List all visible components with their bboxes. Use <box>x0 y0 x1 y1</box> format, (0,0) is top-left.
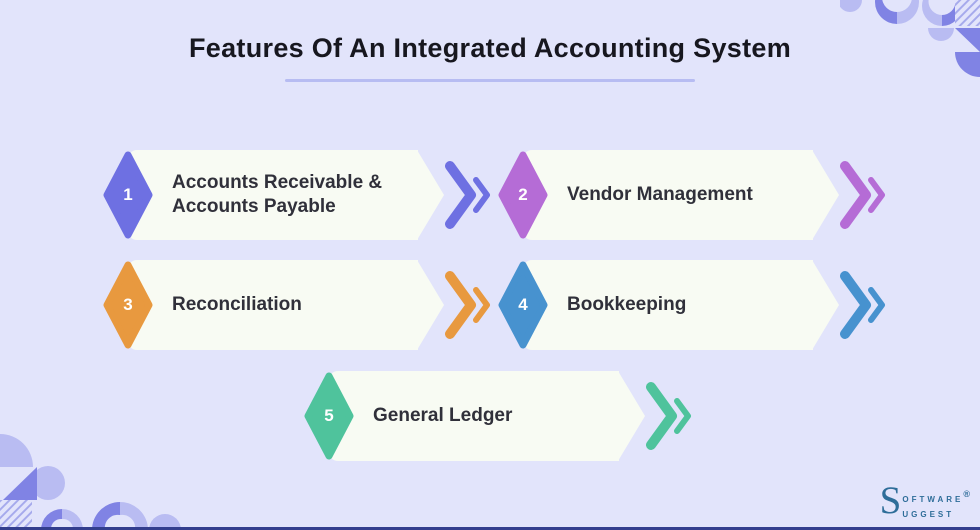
feature-ribbon-tip <box>417 150 444 240</box>
chevron-right-icon <box>840 161 885 229</box>
feature-number: 3 <box>123 295 133 314</box>
bottom-accent-bar <box>0 527 980 530</box>
chevron-right-icon <box>840 271 885 339</box>
feature-number-diamond: 5 <box>304 372 354 460</box>
feature-banner-4: 4 Bookkeeping <box>498 260 885 350</box>
feature-ribbon-tip <box>618 371 645 461</box>
feature-label: Reconciliation <box>172 294 302 316</box>
feature-number-diamond: 1 <box>103 151 153 239</box>
chevron-right-icon <box>445 161 490 229</box>
feature-ribbon-tip <box>812 150 839 240</box>
page-title: Features Of An Integrated Accounting Sys… <box>189 33 791 63</box>
feature-label: Vendor Management <box>567 184 753 206</box>
feature-number: 4 <box>518 295 528 314</box>
feature-ribbon <box>128 260 418 350</box>
feature-ribbon <box>523 150 813 240</box>
softwaresuggest-logo: S oftware® uggest <box>879 479 970 522</box>
registered-mark: ® <box>963 489 970 499</box>
title-underline <box>285 79 695 82</box>
feature-number: 1 <box>123 185 133 204</box>
feature-number-diamond: 4 <box>498 261 548 349</box>
feature-label: Bookkeeping <box>567 294 687 316</box>
feature-ribbon <box>329 371 619 461</box>
feature-number-diamond: 3 <box>103 261 153 349</box>
corner-decoration-bottom-left <box>0 434 181 530</box>
feature-banner-2: 2 Vendor Management <box>498 150 885 240</box>
logo-word-software: oftware® <box>902 489 970 505</box>
chevron-right-icon <box>646 382 691 450</box>
feature-number: 2 <box>518 185 528 204</box>
logo-initial: S <box>879 479 902 522</box>
feature-banner-5: 5 General Ledger <box>304 371 691 461</box>
feature-ribbon <box>523 260 813 350</box>
feature-ribbon <box>128 150 418 240</box>
feature-label: General Ledger <box>373 405 513 427</box>
logo-word-suggest: uggest <box>902 506 955 520</box>
corner-decoration-top-right <box>840 0 980 77</box>
feature-ribbon-tip <box>812 260 839 350</box>
feature-label: Accounts Receivable & Accounts Payable <box>172 172 383 217</box>
feature-number-diamond: 2 <box>498 151 548 239</box>
chevron-right-icon <box>445 271 490 339</box>
feature-ribbon-tip <box>417 260 444 350</box>
header: Features Of An Integrated Accounting Sys… <box>0 33 980 82</box>
feature-banner-3: 3 Reconciliation <box>103 260 490 350</box>
feature-banner-1: 1 Accounts Receivable & Accounts Payable <box>103 150 490 240</box>
feature-number: 5 <box>324 406 334 425</box>
